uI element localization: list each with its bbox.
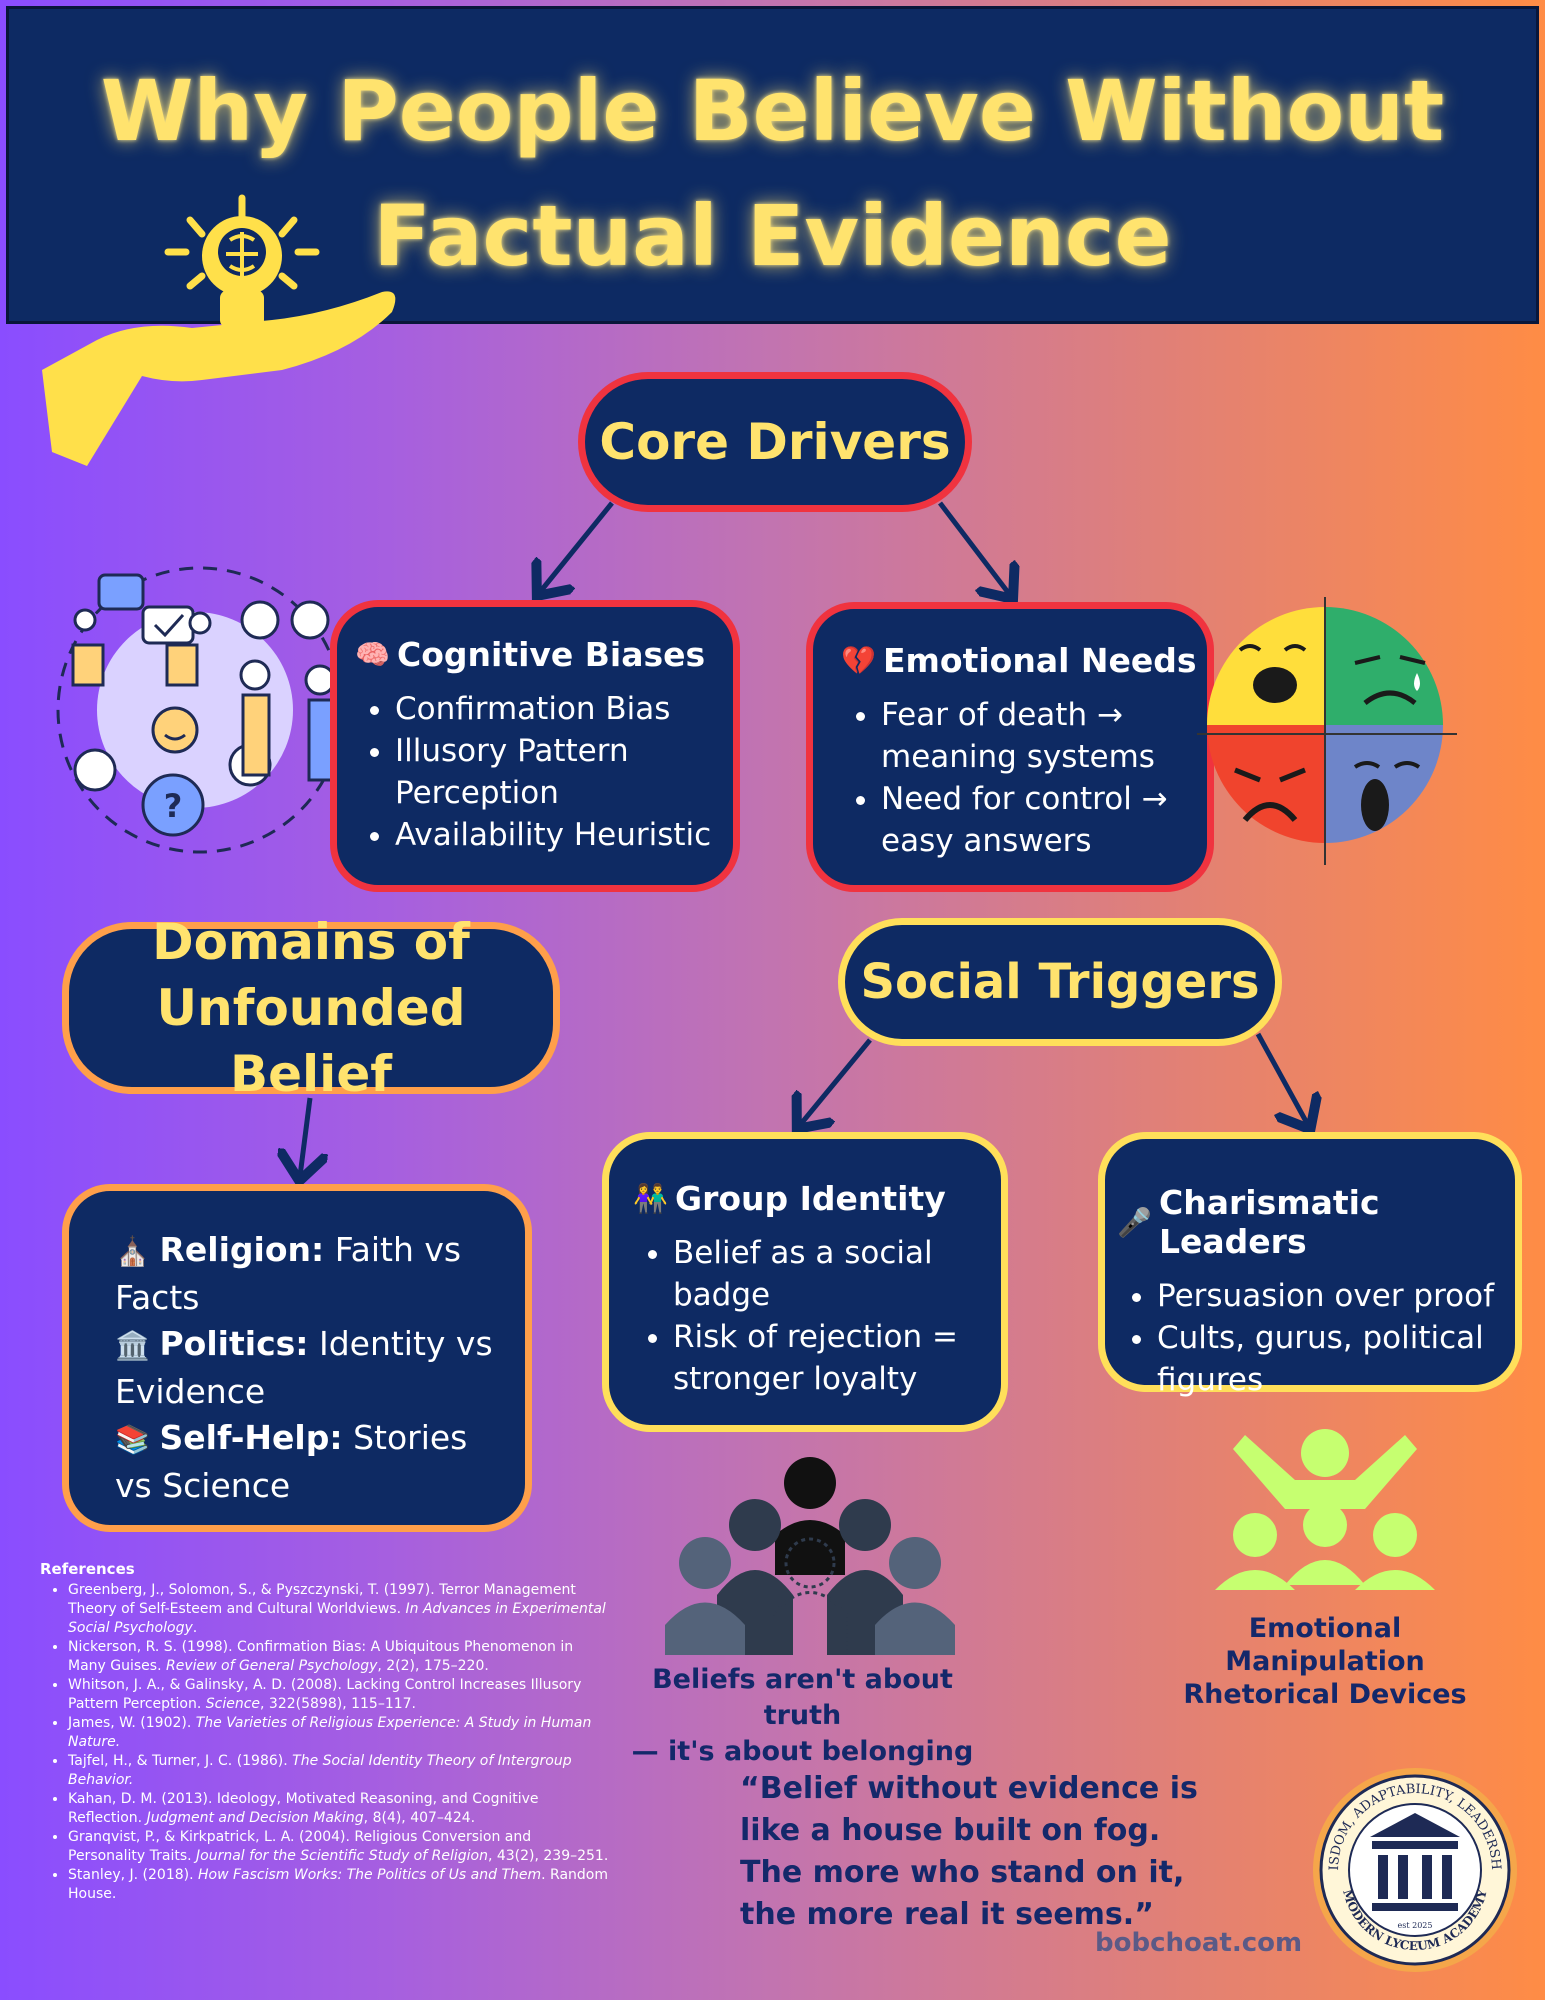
seal-est: est 2025 <box>1398 1921 1433 1930</box>
academy-seal-logo: est 2025 WISDOM, ADAPTABILITY, LEADERSHI… <box>1303 1754 1517 1972</box>
title-line-1: Why People Believe Without <box>100 62 1445 160</box>
list-item: Availability Heuristic <box>395 814 733 856</box>
crowd-icon <box>665 1457 955 1655</box>
group-identity-list: Belief as a social badge Risk of rejecti… <box>633 1232 983 1400</box>
list-item: Confirmation Bias <box>395 688 733 730</box>
arrow-social-to-leaders <box>1255 1032 1308 1125</box>
arrow-core-to-cognitive <box>540 501 614 592</box>
title-line-2: Factual Evidence <box>373 187 1172 285</box>
domain-label: Religion: <box>159 1230 325 1269</box>
list-item: Persuasion over proof <box>1157 1275 1527 1317</box>
group-identity-title: Group Identity <box>675 1179 946 1218</box>
social-triggers-pill: Social Triggers <box>838 918 1282 1046</box>
charismatic-leaders-heading: 🎤 Charismatic Leaders <box>1117 1183 1515 1261</box>
domain-label: Politics: <box>159 1324 309 1363</box>
books-icon: 📚 <box>115 1423 150 1456</box>
reference-item: Granqvist, P., & Kirkpatrick, L. A. (200… <box>68 1828 610 1866</box>
people-discussion-illustration: ? <box>56 566 344 854</box>
domain-religion: ⛪ Religion: Faith vs Facts <box>115 1227 495 1321</box>
references-list: Greenberg, J., Solomon, S., & Pyszczynsk… <box>40 1581 610 1904</box>
church-icon: ⛪ <box>115 1235 150 1268</box>
domain-text: Faith vs Facts <box>115 1230 462 1317</box>
domain-self-help: 📚 Self-Help: Stories vs Science <box>115 1415 495 1509</box>
reference-item: Tajfel, H., & Turner, J. C. (1986). The … <box>68 1752 610 1790</box>
list-item: Illusory Pattern Perception <box>395 730 733 814</box>
cognitive-biases-heading: 🧠 Cognitive Biases <box>355 635 733 674</box>
list-item: Fear of death → meaning systems <box>881 694 1201 778</box>
quote-text: “Belief without evidence is like a house… <box>740 1771 1198 1932</box>
caption-line: Rhetorical Devices <box>1183 1679 1467 1710</box>
domains-pill: Domains of Unfounded Belief <box>62 913 560 1103</box>
emotional-needs-title: Emotional Needs <box>883 641 1197 680</box>
group-identity-card: 👫 Group Identity Belief as a social badg… <box>602 1132 1008 1432</box>
manipulation-caption: Emotional Manipulation Rhetorical Device… <box>1145 1612 1505 1711</box>
caption-line: Beliefs aren't about truth <box>652 1664 953 1731</box>
social-triggers-label: Social Triggers <box>860 954 1260 1010</box>
domain-text: Stories vs Science <box>115 1418 468 1505</box>
list-item: Need for control → easy answers <box>881 778 1201 862</box>
reference-item: Kahan, D. M. (2013). Ideology, Motivated… <box>68 1790 610 1828</box>
caption-line: Emotional Manipulation <box>1225 1613 1425 1677</box>
charismatic-leaders-card: 🎤 Charismatic Leaders Persuasion over pr… <box>1098 1132 1522 1398</box>
reference-item: Nickerson, R. S. (1998). Confirmation Bi… <box>68 1638 610 1676</box>
cognitive-biases-list: Confirmation Bias Illusory Pattern Perce… <box>355 688 733 856</box>
reference-item: Stanley, J. (2018). How Fascism Works: T… <box>68 1866 610 1904</box>
broken-heart-icon: 💔 <box>841 644 876 677</box>
microphone-icon: 🎤 <box>1117 1205 1152 1239</box>
svg-text:?: ? <box>164 787 183 825</box>
reference-item: James, W. (1902). The Varieties of Relig… <box>68 1714 610 1752</box>
domains-pill-line1: Domains of <box>152 913 470 971</box>
arrow-domains-down <box>300 1097 310 1176</box>
classical-building-icon: 🏛️ <box>115 1329 150 1362</box>
domain-text: Identity vs Evidence <box>115 1324 493 1411</box>
list-item: Belief as a social badge <box>673 1232 983 1316</box>
list-item: Risk of rejection = stronger loyalty <box>673 1316 983 1400</box>
core-drivers-pill: Core Drivers <box>578 372 972 512</box>
lightbulb-hand-icon <box>42 194 396 466</box>
emotional-needs-heading: 💔 Emotional Needs <box>841 641 1207 680</box>
reference-item: Whitson, J. A., & Galinsky, A. D. (2008)… <box>68 1676 610 1714</box>
cognitive-biases-title: Cognitive Biases <box>397 635 706 674</box>
emotional-needs-list: Fear of death → meaning systems Need for… <box>841 694 1201 862</box>
domains-pill-line2: Unfounded Belief <box>156 979 466 1103</box>
cognitive-biases-card: 🧠 Cognitive Biases Confirmation Bias Ill… <box>330 600 740 892</box>
references-section: References Greenberg, J., Solomon, S., &… <box>40 1560 610 1904</box>
domains-card: ⛪ Religion: Faith vs Facts 🏛️ Politics: … <box>62 1184 532 1532</box>
website-link[interactable]: bobchoat.com <box>1095 1928 1303 1958</box>
charismatic-leaders-list: Persuasion over proof Cults, gurus, poli… <box>1117 1275 1527 1401</box>
list-item: Cults, gurus, political figures <box>1157 1317 1527 1401</box>
reference-item: Greenberg, J., Solomon, S., & Pyszczynsk… <box>68 1581 610 1638</box>
references-heading: References <box>40 1560 135 1578</box>
couple-icon: 👫 <box>633 1182 668 1215</box>
emotions-wheel-icon <box>1197 597 1457 865</box>
emotional-needs-card: 💔 Emotional Needs Fear of death → meanin… <box>806 602 1214 892</box>
arrow-social-to-group <box>800 1038 872 1125</box>
brain-icon: 🧠 <box>355 638 390 671</box>
domain-label: Self-Help: <box>159 1418 343 1457</box>
belonging-caption: Beliefs aren't about truth — it's about … <box>610 1662 995 1770</box>
group-identity-heading: 👫 Group Identity <box>633 1179 1001 1218</box>
arrow-core-to-emotional <box>938 501 1010 595</box>
charismatic-leaders-title: Charismatic Leaders <box>1159 1183 1380 1261</box>
leader-crowd-icon <box>1215 1429 1435 1590</box>
caption-line: — it's about belonging <box>631 1736 974 1767</box>
domain-politics: 🏛️ Politics: Identity vs Evidence <box>115 1321 495 1415</box>
core-drivers-label: Core Drivers <box>599 413 951 471</box>
